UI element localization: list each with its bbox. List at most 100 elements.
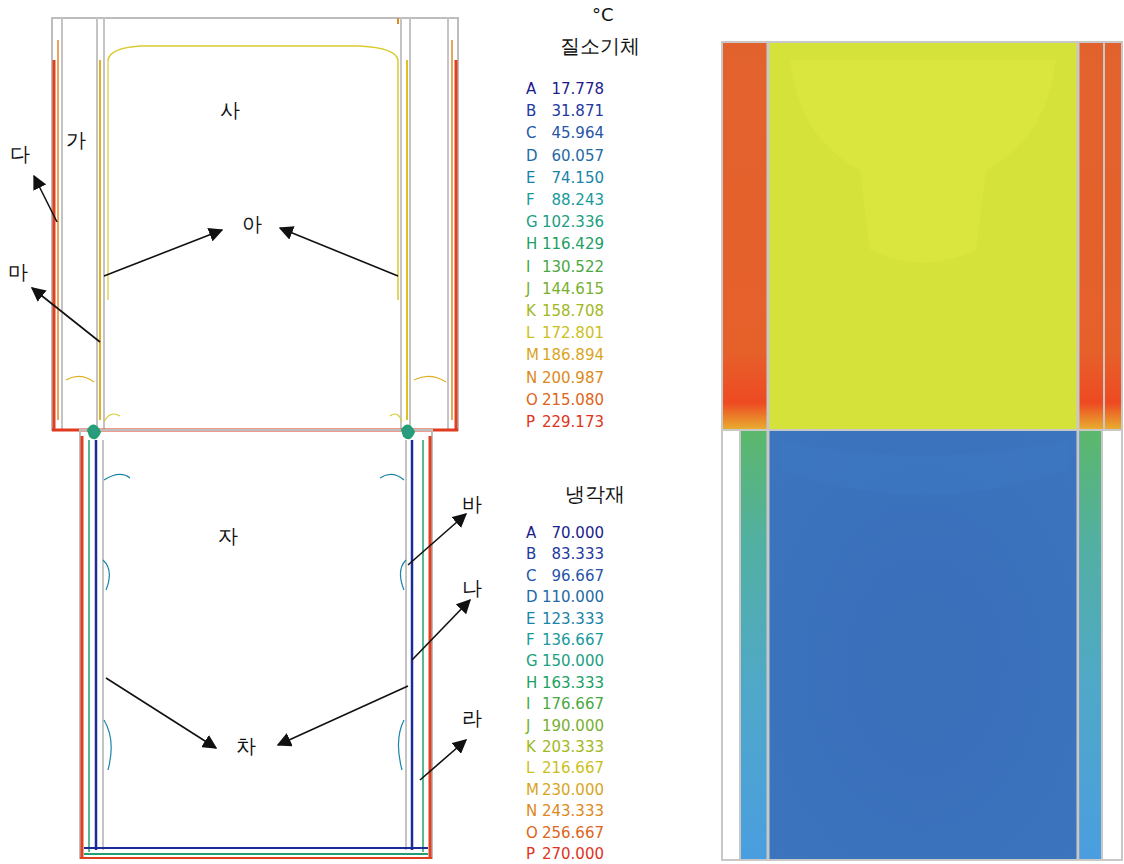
- callout-label: 마: [8, 260, 28, 284]
- legend-key-letter: J: [526, 717, 530, 735]
- legend-swatch: 130.522: [540, 260, 604, 275]
- label-box: 나: [462, 578, 482, 598]
- label-box: H: [526, 676, 537, 691]
- label-box: 냉각재: [565, 484, 625, 504]
- legend-swatch: 200.987: [540, 371, 604, 386]
- legend-swatch: 203.333: [540, 740, 604, 755]
- legend-key-letter: E: [526, 610, 535, 628]
- callout-label: 아: [242, 212, 262, 236]
- label-box: N: [526, 804, 537, 819]
- label-box: P: [526, 847, 535, 862]
- legend-value: 17.778: [552, 80, 605, 98]
- legend-value: 60.057: [552, 147, 605, 165]
- legend-key-letter: M: [526, 346, 539, 364]
- legend-heading: 냉각재: [565, 482, 625, 506]
- legend-value: 256.667: [542, 824, 604, 842]
- legend-swatch: 176.667: [540, 697, 604, 712]
- legend-swatch: 83.333: [540, 547, 604, 562]
- legend-swatch: 116.429: [540, 237, 604, 252]
- legend-swatch: 256.667: [540, 826, 604, 841]
- legend-key-letter: J: [526, 280, 530, 298]
- callout-label: 사: [220, 98, 240, 122]
- legend-heading: 질소기체: [560, 34, 640, 58]
- legend-key-letter: F: [526, 191, 535, 209]
- callout-label: 차: [236, 734, 256, 758]
- legend-swatch: 110.000: [540, 590, 604, 605]
- legend-value: 186.894: [542, 346, 604, 364]
- legend-swatch: 270.000: [540, 847, 604, 862]
- legend-swatch: 102.336: [540, 215, 604, 230]
- label-box: E: [526, 171, 535, 186]
- label-box: I: [526, 260, 530, 275]
- label-box: F: [526, 633, 535, 648]
- label-box: 사: [220, 100, 240, 120]
- legend-key-letter: H: [526, 235, 537, 253]
- leader-lines: [32, 176, 470, 780]
- label-box: 바: [462, 494, 482, 514]
- legend-key-letter: C: [526, 567, 536, 585]
- label-box: P: [526, 415, 535, 430]
- label-box: 마: [8, 262, 28, 282]
- label-box: 질소기체: [560, 36, 640, 56]
- legend-swatch: 144.615: [540, 282, 604, 297]
- legend-value: 45.964: [552, 124, 605, 142]
- label-box: 아: [242, 214, 262, 234]
- legend-value: 74.150: [552, 169, 605, 187]
- legend-value: 172.801: [542, 324, 604, 342]
- legend-value: 158.708: [542, 302, 604, 320]
- label-box: M: [526, 783, 539, 798]
- legend-value: 200.987: [542, 369, 604, 387]
- legend-swatch: 74.150: [540, 171, 604, 186]
- legend-key-letter: L: [526, 759, 534, 777]
- legend-swatch: 31.871: [540, 104, 604, 119]
- label-box: 차: [236, 736, 256, 756]
- label-box: 자: [218, 526, 238, 546]
- label-box: K: [526, 740, 536, 755]
- label-box: M: [526, 348, 539, 363]
- legend-swatch: 163.333: [540, 676, 604, 691]
- legend-value: 102.336: [542, 213, 604, 231]
- legend-key-letter: E: [526, 169, 535, 187]
- legend-swatch: 60.057: [540, 149, 604, 164]
- label-box: I: [526, 697, 530, 712]
- legend-value: 123.333: [542, 610, 604, 628]
- legend-key-letter: M: [526, 781, 539, 799]
- upper-vessel-contours: [52, 18, 458, 430]
- unit-label: °C: [592, 4, 614, 25]
- legend-swatch: 150.000: [540, 654, 604, 669]
- label-box: C: [526, 569, 536, 584]
- label-box: N: [526, 371, 537, 386]
- legend-swatch: 190.000: [540, 719, 604, 734]
- legend-key-letter: N: [526, 369, 537, 387]
- legend-key-letter: I: [526, 695, 530, 713]
- legend-swatch: 96.667: [540, 569, 604, 584]
- legend-value: 144.615: [542, 280, 604, 298]
- label-box: C: [526, 126, 536, 141]
- legend-value: 215.080: [542, 391, 604, 409]
- lower-vessel-contours: [80, 425, 432, 858]
- label-box: O: [526, 826, 538, 841]
- legend-value: 243.333: [542, 802, 604, 820]
- label-box: A: [526, 526, 536, 541]
- legend-value: 116.429: [542, 235, 604, 253]
- legend-swatch: 70.000: [540, 526, 604, 541]
- label-box: H: [526, 237, 537, 252]
- legend-swatch: 88.243: [540, 193, 604, 208]
- legend-swatch: 136.667: [540, 633, 604, 648]
- callout-label: 가: [66, 128, 86, 152]
- callout-label: 바: [462, 492, 482, 516]
- legend-key-letter: N: [526, 802, 537, 820]
- label-box: D: [526, 590, 538, 605]
- label-box: 라: [462, 708, 482, 728]
- label-box: F: [526, 193, 535, 208]
- legend-value: 229.173: [542, 413, 604, 431]
- legend-value: 130.522: [542, 258, 604, 276]
- legend-swatch: 215.080: [540, 393, 604, 408]
- legend-swatch: 17.778: [540, 82, 604, 97]
- label-box: K: [526, 304, 536, 319]
- label-box: 다: [10, 144, 30, 164]
- legend-key-letter: P: [526, 413, 535, 431]
- label-box: O: [526, 393, 538, 408]
- legend-value: 150.000: [542, 652, 604, 670]
- label-box: B: [526, 547, 536, 562]
